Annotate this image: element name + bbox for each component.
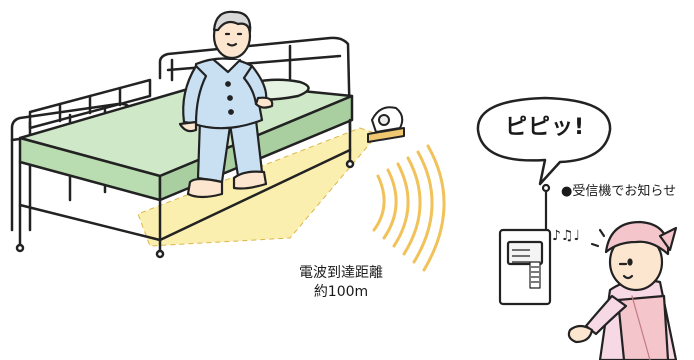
range-label-line1: 電波到達距離 bbox=[299, 265, 383, 281]
bubble-text: ピピッ! bbox=[504, 115, 586, 140]
elderly-man-illustration bbox=[178, 10, 274, 199]
receiver-notification-label: ●受信機でお知らせ bbox=[561, 184, 677, 199]
signal-wave-icon bbox=[372, 144, 446, 272]
music-note-icon: ♪♫♩ bbox=[552, 228, 580, 244]
caregiver-illustration bbox=[567, 220, 678, 360]
sensor-icon bbox=[367, 106, 405, 143]
receiver-icon bbox=[498, 183, 552, 306]
range-label-line2: 約100m bbox=[313, 284, 369, 300]
speech-bubble bbox=[476, 96, 612, 186]
